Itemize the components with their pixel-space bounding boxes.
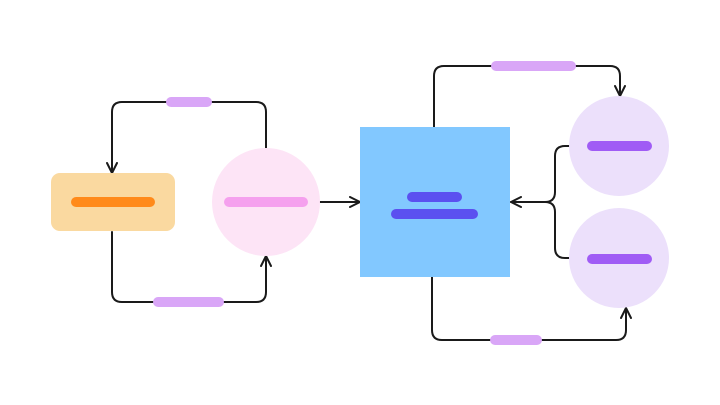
edge-label-bottom-left — [153, 297, 224, 307]
edge-label-top-left — [166, 97, 212, 107]
node-pink-circle-label — [224, 197, 308, 207]
node-lavender-circle-top-label — [587, 141, 652, 151]
node-pink-circle — [212, 148, 320, 256]
node-blue-square-label-bottom — [391, 209, 478, 219]
node-lavender-circle-top — [569, 96, 669, 196]
node-blue-square — [360, 127, 510, 277]
node-lavender-circle-bottom-label — [587, 254, 652, 264]
edge-label-top-right — [491, 61, 576, 71]
edge-label-bottom-right — [490, 335, 542, 345]
node-blue-square-label-top — [407, 192, 462, 202]
node-orange-box — [51, 173, 175, 231]
node-orange-box-label — [71, 197, 155, 207]
node-lavender-circle-bottom — [569, 208, 669, 308]
edge-lavender-circles-to-blue-square — [544, 145, 571, 259]
